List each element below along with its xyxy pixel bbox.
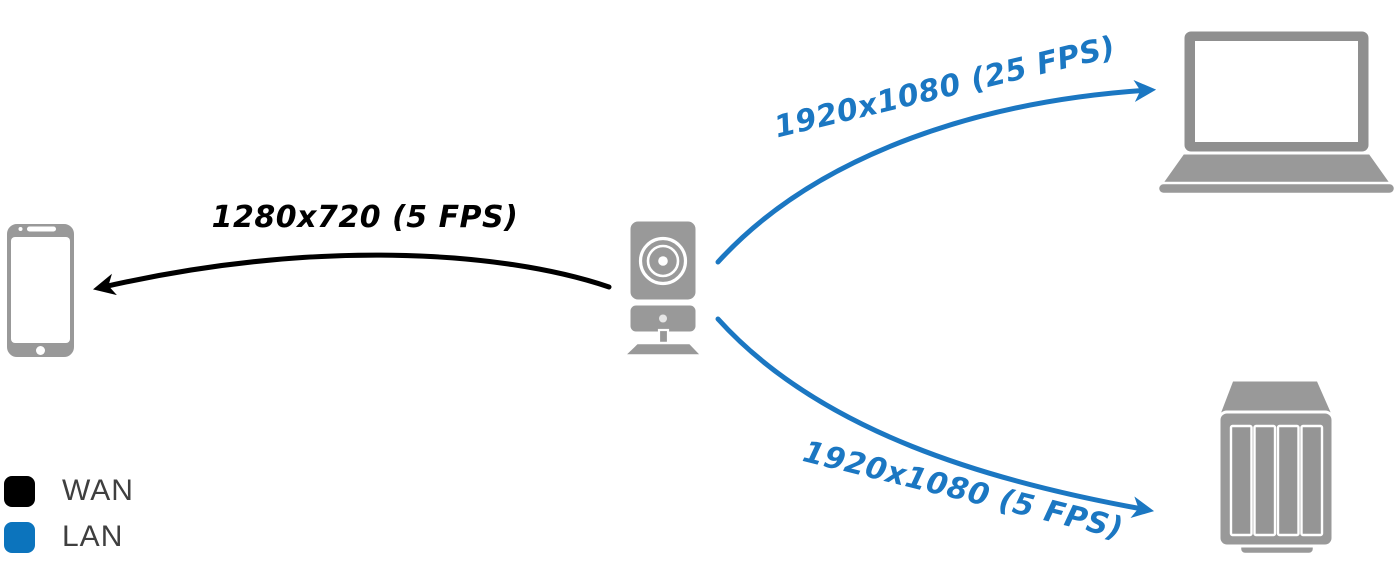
nas-top-face	[1217, 378, 1335, 416]
nas-drive-bay-1	[1229, 424, 1253, 537]
laptop-base	[1156, 181, 1397, 196]
nas-drive-bay-3	[1276, 424, 1300, 537]
camera-lens-inner-ring	[646, 244, 680, 278]
nas-drive-bay-4	[1300, 424, 1324, 537]
legend-item-wan: WAN	[4, 474, 134, 508]
camera-led	[659, 314, 667, 323]
camera-lens-outer-ring	[638, 236, 688, 286]
lan-arrow-camera-to-laptop	[715, 80, 1157, 265]
wan-color-swatch	[4, 475, 35, 507]
lan-swatch-icon	[4, 521, 35, 553]
wan-swatch-icon	[4, 475, 35, 507]
laptop-icon	[1156, 28, 1397, 196]
camera-stand-base	[622, 341, 704, 357]
phone-camera-dot	[18, 227, 23, 231]
ip-camera-icon	[622, 218, 704, 357]
wan-connection-label: 1280x720 (5 FPS)	[211, 200, 519, 235]
wan-arrow-camera-to-phone	[92, 252, 612, 296]
legend: WAN LAN	[4, 474, 134, 554]
lan-arrow-camera-to-nas	[715, 316, 1155, 519]
legend-label-wan: WAN	[62, 474, 134, 507]
phone-home-button	[36, 346, 45, 355]
laptop-screen	[1195, 41, 1358, 142]
smartphone-icon	[5, 222, 76, 359]
nas-drive-bay-2	[1253, 424, 1277, 537]
lan-color-swatch	[4, 521, 35, 553]
camera-lens-center	[658, 256, 668, 266]
phone-speaker	[27, 226, 56, 232]
legend-label-lan: LAN	[62, 520, 124, 553]
phone-screen	[11, 237, 70, 343]
laptop-keyboard-deck	[1159, 151, 1394, 186]
legend-item-lan: LAN	[4, 520, 134, 554]
nas-icon	[1217, 378, 1335, 556]
